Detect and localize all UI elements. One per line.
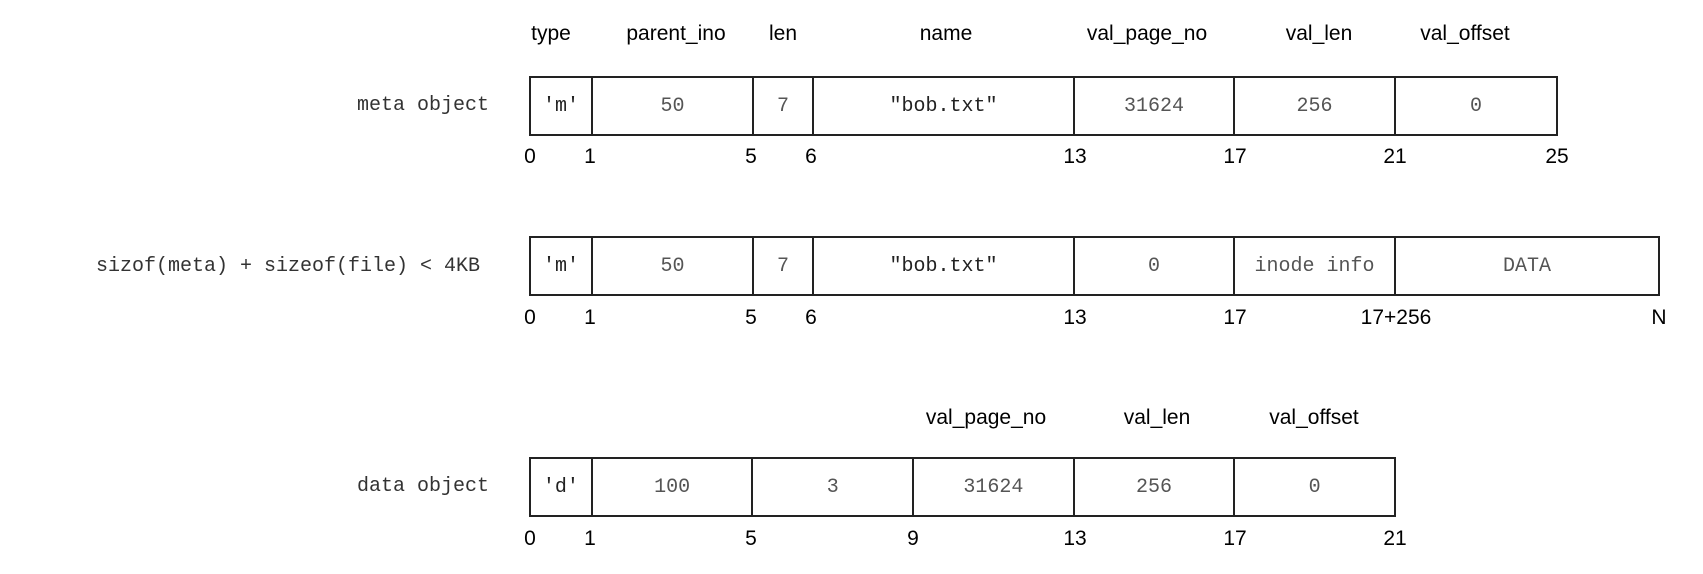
field-header-val-page-no: val_page_no	[1086, 22, 1208, 45]
cell-len: 7	[752, 78, 812, 134]
meta-object-label: meta object	[356, 94, 489, 117]
offset-tick: 21	[1383, 527, 1407, 550]
data-object-label: data object	[356, 475, 489, 498]
data-object-row: 'd' 100 3 31624 256 0	[529, 457, 1396, 517]
cell-val-offset: 0	[1233, 459, 1394, 515]
field-header-val-len: val_len	[1123, 406, 1191, 429]
offset-tick: 25	[1545, 145, 1569, 168]
cell-val-page-no: 0	[1073, 238, 1233, 294]
offset-tick: 17	[1223, 145, 1247, 168]
offset-tick: 6	[805, 145, 817, 168]
cell-parent-ino: 100	[590, 459, 752, 515]
cell-val-page-no: 31624	[912, 459, 1073, 515]
cell-type: 'm'	[542, 94, 579, 118]
offset-tick: 1	[584, 145, 596, 168]
meta-object-row: 'm' 50 7 "bob.txt" 31624 256 0	[529, 76, 1558, 136]
offset-tick: 1	[584, 527, 596, 550]
cell-len: 3	[751, 459, 912, 515]
cell-data: DATA	[1394, 238, 1658, 294]
inline-object-label: sizof(meta) + sizeof(file) < 4KB	[95, 255, 480, 278]
field-header-val-offset: val_offset	[1420, 22, 1510, 45]
cell-val-page-no: 31624	[1073, 78, 1233, 134]
offset-tick: 17	[1223, 527, 1247, 550]
offset-tick: 13	[1063, 145, 1087, 168]
cell-name: "bob.txt"	[812, 238, 1073, 294]
offset-tick: 9	[907, 527, 919, 550]
cell-val-len: 256	[1072, 459, 1234, 515]
offset-tick: 6	[805, 306, 817, 329]
cell-len: 7	[752, 238, 812, 294]
cell-parent-ino: 50	[591, 238, 752, 294]
field-header-parent-ino: parent_ino	[626, 22, 726, 45]
offset-tick: 5	[745, 145, 757, 168]
cell-name: "bob.txt"	[812, 78, 1073, 134]
offset-tick: 17+256	[1360, 306, 1432, 329]
field-header-len: len	[768, 22, 798, 45]
field-header-val-page-no: val_page_no	[925, 406, 1047, 429]
cell-type: 'm'	[542, 254, 579, 278]
cell-parent-ino: 50	[591, 78, 752, 134]
inline-object-row: 'm' 50 7 "bob.txt" 0 inode info DATA	[529, 236, 1660, 296]
cell-type: 'd'	[542, 475, 579, 499]
offset-tick: 21	[1383, 145, 1407, 168]
cell-val-len: 256	[1233, 78, 1394, 134]
field-header-val-offset: val_offset	[1269, 406, 1359, 429]
field-header-type: type	[531, 22, 571, 45]
offset-tick: 13	[1063, 527, 1087, 550]
offset-tick: 0	[524, 527, 536, 550]
offset-tick: 1	[584, 306, 596, 329]
offset-tick: 0	[524, 145, 536, 168]
field-header-name: name	[919, 22, 973, 45]
offset-tick: N	[1651, 306, 1667, 329]
field-header-val-len: val_len	[1285, 22, 1353, 45]
offset-tick: 5	[745, 527, 757, 550]
offset-tick: 17	[1223, 306, 1247, 329]
offset-tick: 5	[745, 306, 757, 329]
cell-inode-info: inode info	[1233, 238, 1394, 294]
offset-tick: 13	[1063, 306, 1087, 329]
cell-val-offset: 0	[1394, 78, 1556, 134]
offset-tick: 0	[524, 306, 536, 329]
